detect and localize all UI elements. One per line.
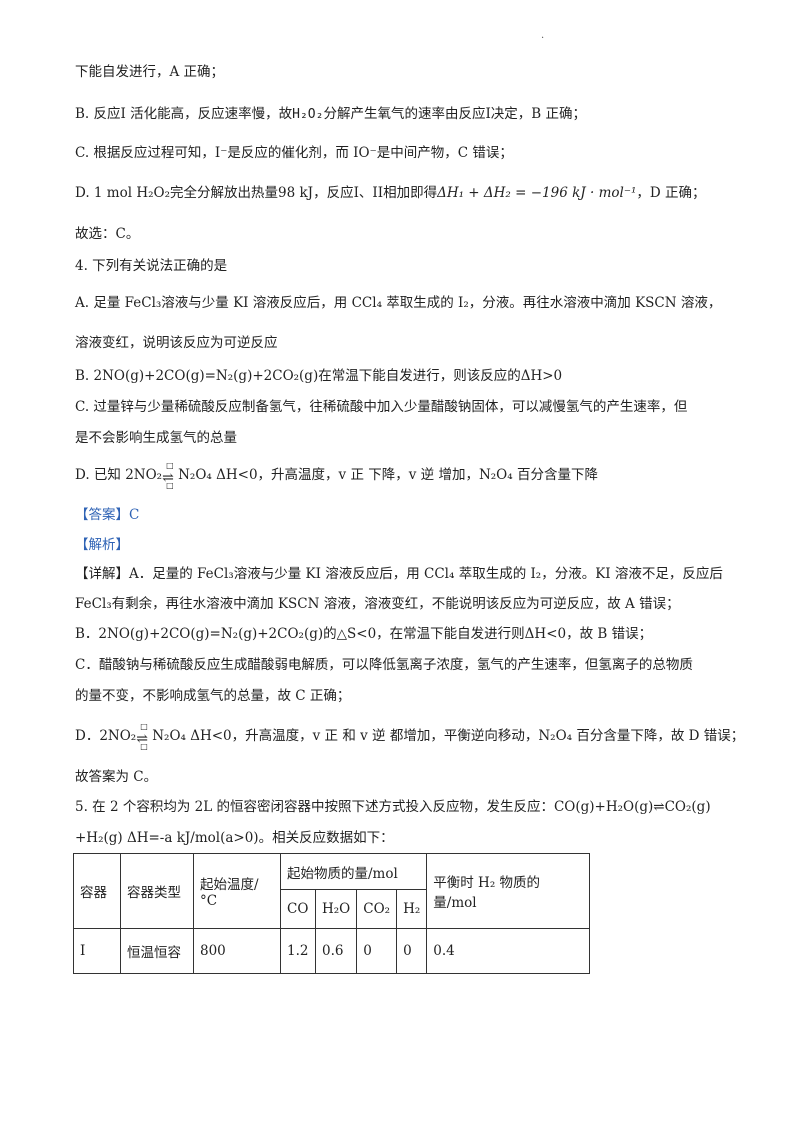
q4-option-a-line1: A. 足量 FeCl₃溶液与少量 KI 溶液反应后，用 CCl₄ 萃取生成的 I…	[75, 295, 722, 311]
subheader-co: CO	[280, 889, 316, 929]
square-mark: □	[140, 741, 148, 751]
cell-eq-h2: 0.4	[426, 928, 590, 974]
detail-line-4: C．醋酸钠与稀硫酸反应生成醋酸弱电解质，可以降低氢离子浓度，氢气的产生速率，但氢…	[75, 657, 693, 673]
detail-line-6: D．2NO₂□⇌□N₂O₄ ΔH<0，升高温度，v 正 和 v 逆 都增加，平衡…	[75, 722, 745, 750]
detail-line-2: FeCl₃有剩余，再往水溶液中滴加 KSCN 溶液，溶液变红，不能说明该反应为可…	[75, 596, 680, 612]
q4-option-a-line2: 溶液变红，说明该反应为可逆反应	[75, 335, 278, 351]
subheader-h2: H₂	[396, 889, 428, 929]
detail-line-1: 【详解】A．足量的 FeCl₃溶液与少量 KI 溶液反应后，用 CCl₄ 萃取生…	[75, 566, 723, 582]
text-span: D．2NO₂	[75, 728, 137, 744]
equilibrium-arrow-icon: □⇌□	[162, 461, 178, 489]
text-line: 下能自发进行，A 正确；	[75, 64, 225, 80]
header-eq-h2: 平衡时 H₂ 物质的量/mol	[426, 853, 590, 929]
text-span: D. 已知 2NO₂	[75, 467, 163, 483]
square-mark: □	[166, 480, 174, 490]
text-span: N₂O₄ ΔH<0，升高温度，v 正 下降，v 逆 增加，N₂O₄ 百分含量下降	[178, 467, 598, 483]
table-row: I 恒温恒容 800 1.2 0.6 0 0 0.4	[73, 928, 590, 974]
answer-label: 【答案】C	[75, 507, 140, 523]
equilibrium-arrow-icon: □⇌□	[136, 722, 152, 750]
header-start-temp: 起始温度/°C	[193, 853, 281, 929]
q4-option-c-line1: C. 过量锌与少量稀硫酸反应制备氢气，往稀硫酸中加入少量醋酸钠固体，可以减慢氢气…	[75, 399, 688, 415]
question-4-title: 4. 下列有关说法正确的是	[75, 258, 228, 274]
header-type: 容器类型	[120, 853, 194, 929]
table-header-row: 容器 容器类型 起始温度/°C 起始物质的量/mol 平衡时 H₂ 物质的量/m…	[73, 852, 590, 929]
header-start-amount: 起始物质的量/mol	[279, 852, 428, 891]
text-span: ，D 正确；	[636, 185, 706, 201]
q4-option-d: D. 已知 2NO₂□⇌□N₂O₄ ΔH<0，升高温度，v 正 下降，v 逆 增…	[75, 461, 598, 489]
option-b-line: B. 反应I 活化能高，反应速率慢，故H₂O₂分解产生氧气的速率由反应I决定，B…	[75, 104, 586, 125]
analysis-label: 【解析】	[75, 537, 129, 553]
text-span: D. 1 mol H₂O₂完全分解放出热量98 kJ，反应I、II相加即得	[75, 185, 438, 201]
subheader-h2o: H₂O	[314, 889, 358, 929]
square-mark: □	[166, 460, 174, 470]
cell-type: 恒温恒容	[120, 928, 194, 974]
cell-temp: 800	[193, 928, 281, 974]
formula-h2o2: H₂O₂	[292, 107, 324, 122]
cell-co: 1.2	[280, 928, 316, 974]
cell-co2: 0	[356, 928, 398, 974]
header-container: 容器	[73, 853, 121, 929]
cell-h2o: 0.6	[314, 928, 358, 974]
q4-option-c-line2: 是不会影响生成氢气的总量	[75, 430, 237, 446]
question-5-line2: +H₂(g) ΔH=-a kJ/mol(a>0)。相关反应数据如下：	[75, 830, 394, 846]
text-span: B. 反应I 活化能高，反应速率慢，故	[75, 106, 293, 122]
detail-line-3: B．2NO(g)+2CO(g)=N₂(g)+2CO₂(g)的△S<0，在常温下能…	[75, 626, 653, 642]
text-span: 分解产生氧气的速率由反应I决定，B 正确；	[323, 106, 586, 122]
conclusion-line: 故选：C。	[75, 226, 140, 242]
page-dot: .	[541, 30, 545, 41]
text-span: N₂O₄ ΔH<0，升高温度，v 正 和 v 逆 都增加，平衡逆向移动，N₂O₄…	[152, 728, 745, 744]
table-subheader-row: CO H₂O CO₂ H₂	[74, 889, 590, 929]
q4-option-b: B. 2NO(g)+2CO(g)=N₂(g)+2CO₂(g)在常温下能自发进行，…	[75, 368, 563, 384]
subheader-co2: CO₂	[356, 889, 398, 929]
cell-h2: 0	[396, 928, 428, 974]
arrow-mark: ⇌	[136, 730, 148, 747]
detail-line-5: 的量不变，不影响成氢气的总量，故 C 正确；	[75, 688, 351, 704]
cell-id: I	[73, 928, 121, 974]
option-c-line: C. 根据反应过程可知，I⁻是反应的催化剂，而 IO⁻是中间产物，C 错误；	[75, 145, 513, 161]
question-5-line1: 5. 在 2 个容积均为 2L 的恒容密闭容器中按照下述方式投入反应物，发生反应…	[75, 799, 711, 815]
option-d-line: D. 1 mol H₂O₂完全分解放出热量98 kJ，反应I、II相加即得ΔH₁…	[75, 183, 705, 203]
square-mark: □	[140, 721, 148, 731]
formula-delta-h: ΔH₁ + ΔH₂ = −196 kJ · mol⁻¹	[437, 185, 637, 201]
reaction-data-table: 容器 容器类型 起始温度/°C 起始物质的量/mol 平衡时 H₂ 物质的量/m…	[73, 852, 590, 974]
detail-conclusion: 故答案为 C。	[75, 769, 158, 785]
arrow-mark: ⇌	[162, 469, 174, 486]
